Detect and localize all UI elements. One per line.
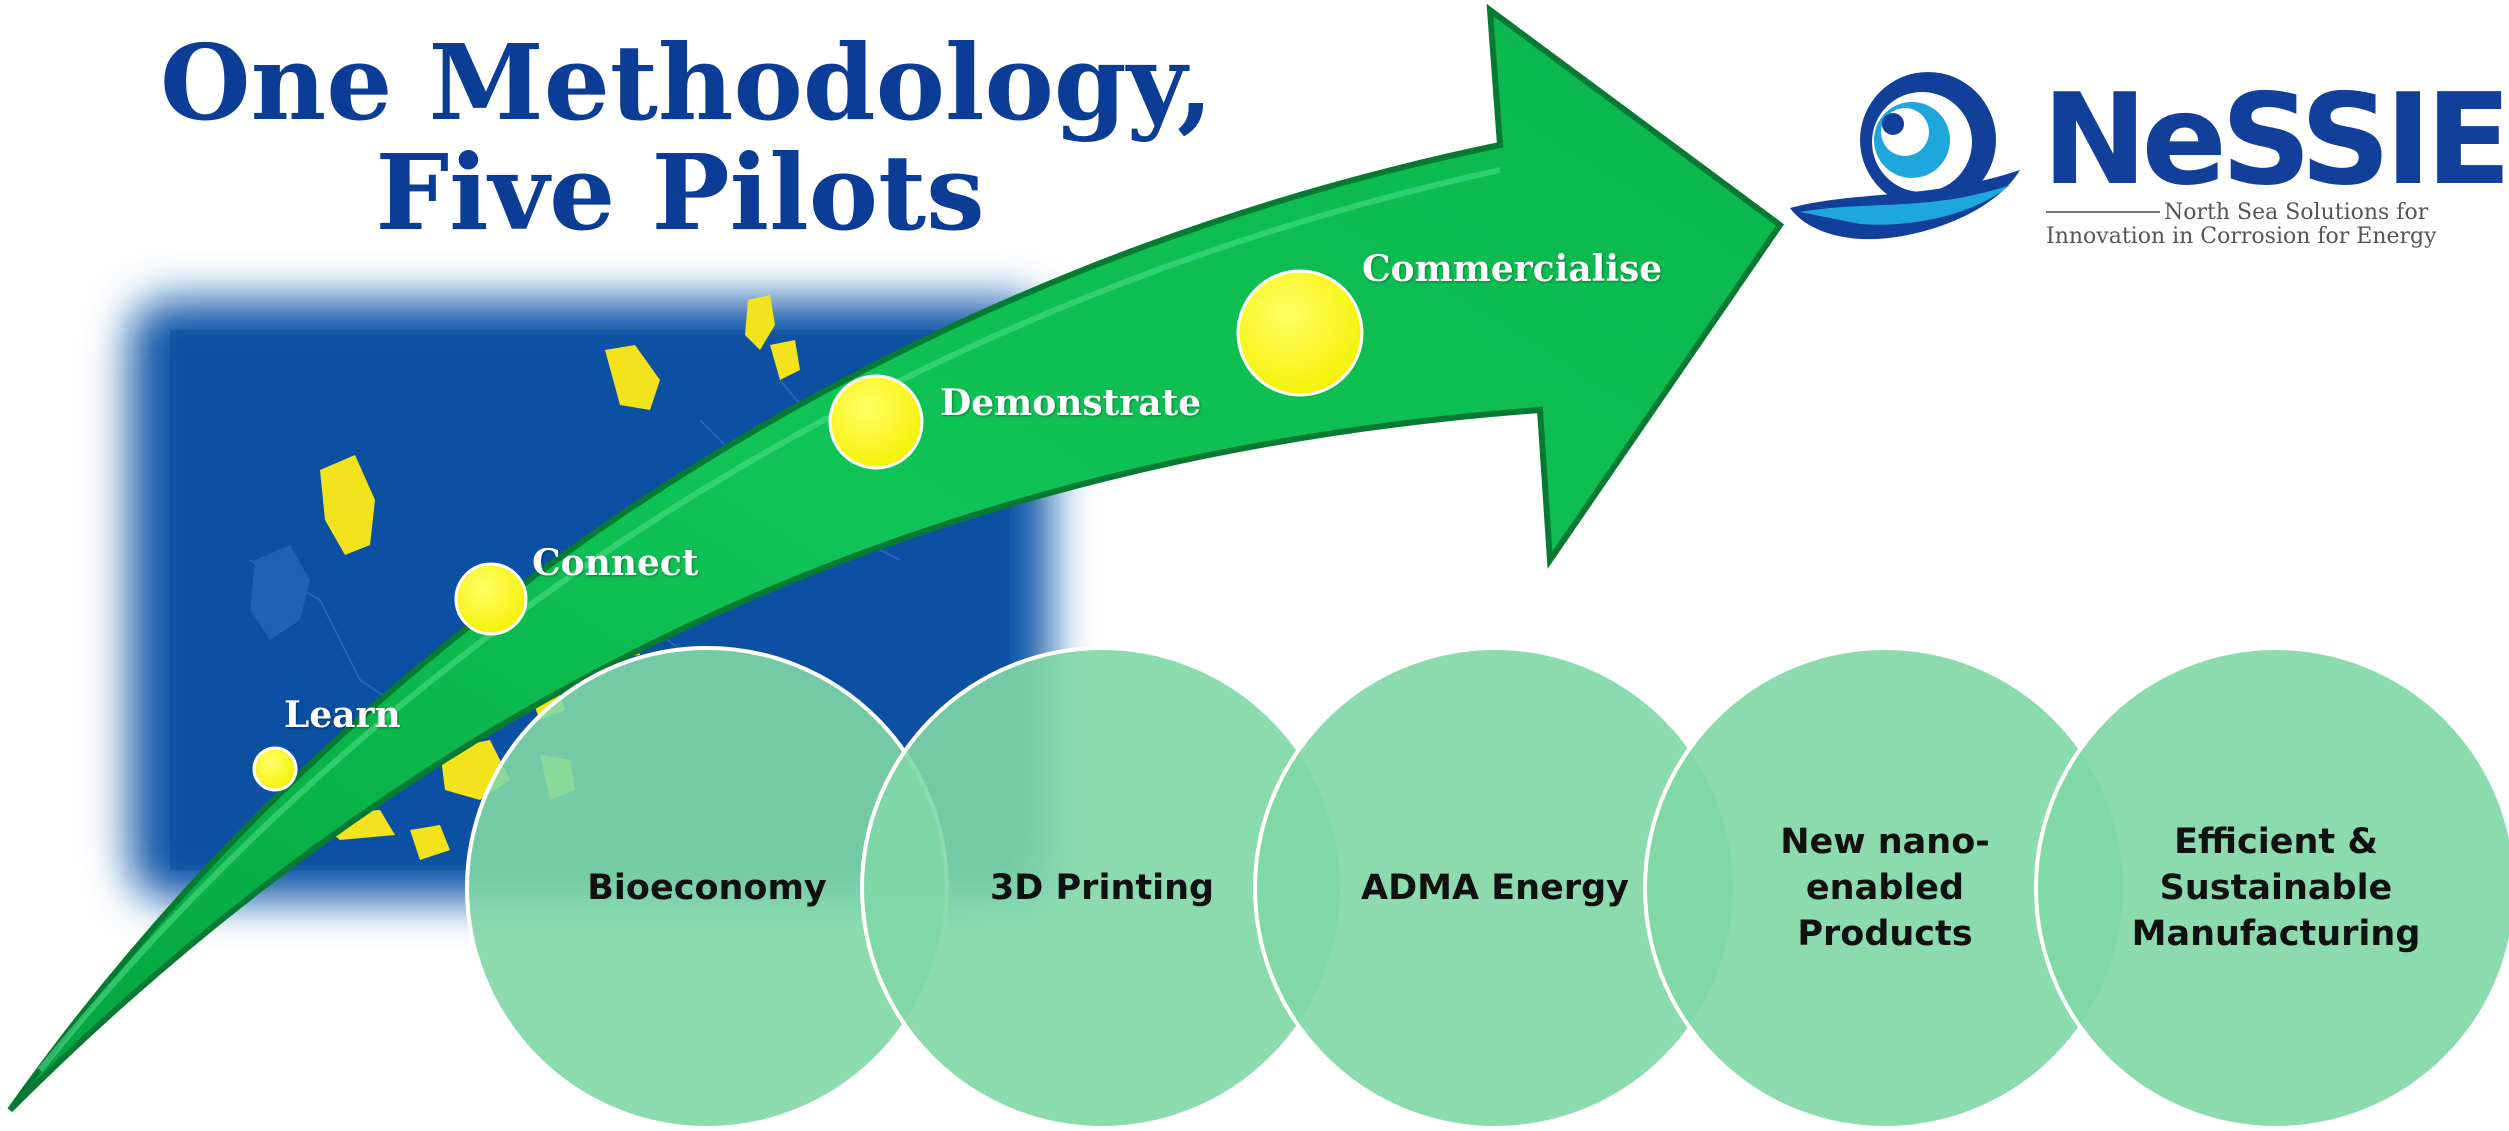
logo-wordmark: NeSSIE [2042,66,2509,213]
step-dot-demonstrate [828,374,924,470]
page-title-line-2: Five Pilots [375,131,985,254]
pilot-label-bioeconomy: Bioeconomy [587,868,827,908]
logo-tagline-line-2: Innovation in Corrosion for Energy [2046,224,2437,249]
pilot-label-adma-energy: ADMA Energy [1361,868,1629,908]
pilot-label-nano: New nano- enabled Products [1780,822,1990,954]
step-label-learn: Learn [284,694,401,736]
pilot-label-3d-printing: 3D Printing [989,868,1215,908]
step-dot-learn [252,746,298,792]
step-label-connect: Connect [532,542,699,584]
step-label-demonstrate: Demonstrate [940,382,1202,424]
step-dot-connect [454,562,528,636]
pilot-circle-manufacturing [2034,646,2509,1130]
step-dots [252,269,1364,792]
step-label-commercialise: Commercialise [1362,248,1663,290]
step-dot-commercialise [1236,269,1364,397]
pilot-label-manufacturing: Efficient & Sustainable Manufacturing [2131,822,2421,954]
pilot-circles [465,646,2509,1130]
nessie-logo-icon [1790,72,2160,240]
page-title-line-1: One Methodology, [160,21,1214,144]
logo-tagline-line-1: North Sea Solutions for [2164,200,2429,225]
